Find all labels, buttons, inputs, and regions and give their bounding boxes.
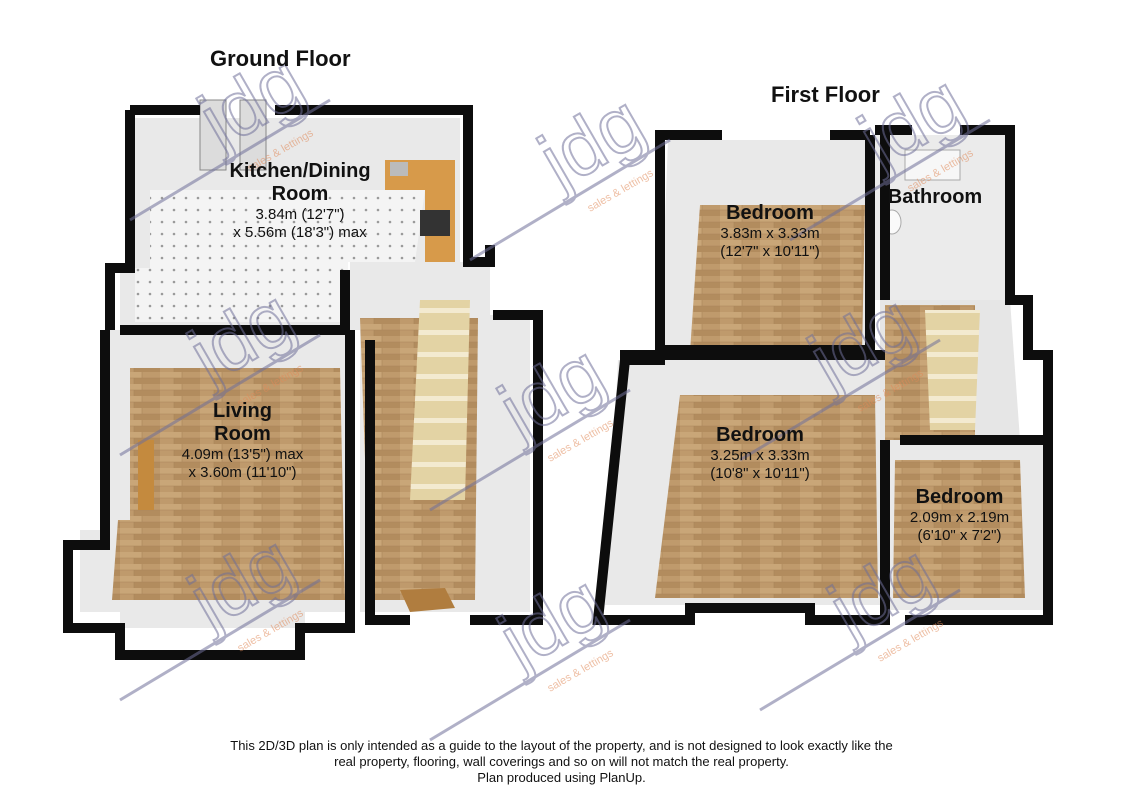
- room-label-kitchen-dining: Kitchen/Dining Room 3.84m (12'7") x 5.56…: [200, 160, 400, 242]
- room-name: Room: [271, 183, 329, 205]
- disclaimer-line: Plan produced using PlanUp.: [477, 770, 646, 785]
- bedroom-1: [660, 140, 870, 355]
- doormat: [400, 588, 455, 612]
- first-floor-title: First Floor: [771, 82, 880, 107]
- room-dimensions: 3.84m (12'7"): [255, 206, 345, 223]
- watermark-stroke: [119, 578, 321, 702]
- ground-floor-title: Ground Floor: [210, 46, 351, 71]
- staircase: [410, 300, 470, 500]
- disclaimer-line: This 2D/3D plan is only intended as a gu…: [230, 738, 893, 753]
- hob-icon: [420, 210, 450, 236]
- room-dimensions: x 3.60m (11'10"): [188, 464, 297, 481]
- room-name: Bedroom: [726, 202, 814, 224]
- room-name: Bedroom: [716, 424, 804, 446]
- watermark-stroke: [739, 338, 941, 462]
- watermark-stroke: [129, 98, 331, 222]
- disclaimer-line: real property, flooring, wall coverings …: [334, 754, 789, 769]
- ground-floor-walls: [63, 105, 543, 660]
- first-floor-walls: [592, 125, 1053, 625]
- watermark-stroke: [759, 588, 961, 712]
- room-dimensions: (12'7" x 10'11"): [720, 243, 820, 260]
- room-label-bedroom-2: Bedroom 3.25m x 3.33m (10'8" x 10'11"): [685, 424, 835, 483]
- room-dimensions: 3.83m x 3.33m: [720, 225, 820, 242]
- ground-floor-plan: [63, 99, 543, 660]
- kitchen-dining-room: [120, 99, 460, 330]
- watermark-stroke: [789, 118, 991, 242]
- room-dimensions: 4.09m (13'5") max: [181, 446, 304, 463]
- room-dimensions: 3.25m x 3.33m: [710, 447, 810, 464]
- room-dimensions: (6'10" x 7'2"): [917, 527, 1002, 544]
- sink-icon: [390, 162, 408, 176]
- living-room: [80, 330, 350, 628]
- room-name: Kitchen/Dining: [229, 160, 371, 182]
- garden-door: [239, 99, 267, 171]
- watermark-stroke: [469, 138, 671, 262]
- bedroom-3: [885, 440, 1045, 610]
- watermark-stroke: [119, 333, 321, 457]
- room-label-bedroom-1: Bedroom 3.83m x 3.33m (12'7" x 10'11"): [700, 202, 840, 261]
- watermark-stroke: [429, 618, 631, 742]
- room-name: Living: [213, 400, 272, 422]
- room-name: Room: [214, 423, 271, 445]
- staircase: [925, 310, 980, 430]
- room-dimensions: x 5.56m (18'3") max: [233, 224, 367, 241]
- room-name: Bedroom: [915, 486, 1004, 508]
- hallway: [350, 262, 530, 612]
- room-label-bedroom-3: Bedroom 2.09m x 2.19m (6'10" x 7'2"): [892, 486, 1027, 545]
- room-dimensions: 2.09m x 2.19m: [909, 509, 1010, 526]
- room-label-bathroom: Bathroom: [875, 186, 995, 209]
- room-label-living-room: Living Room 4.09m (13'5") max x 3.60m (1…: [155, 400, 330, 482]
- disclaimer: This 2D/3D plan is only intended as a gu…: [0, 738, 1123, 786]
- room-name: Bathroom: [887, 186, 983, 208]
- bedroom-2: [605, 360, 880, 605]
- room-dimensions: (10'8" x 10'11"): [710, 465, 810, 482]
- watermark-stroke: [429, 388, 631, 512]
- fireplace: [138, 440, 154, 510]
